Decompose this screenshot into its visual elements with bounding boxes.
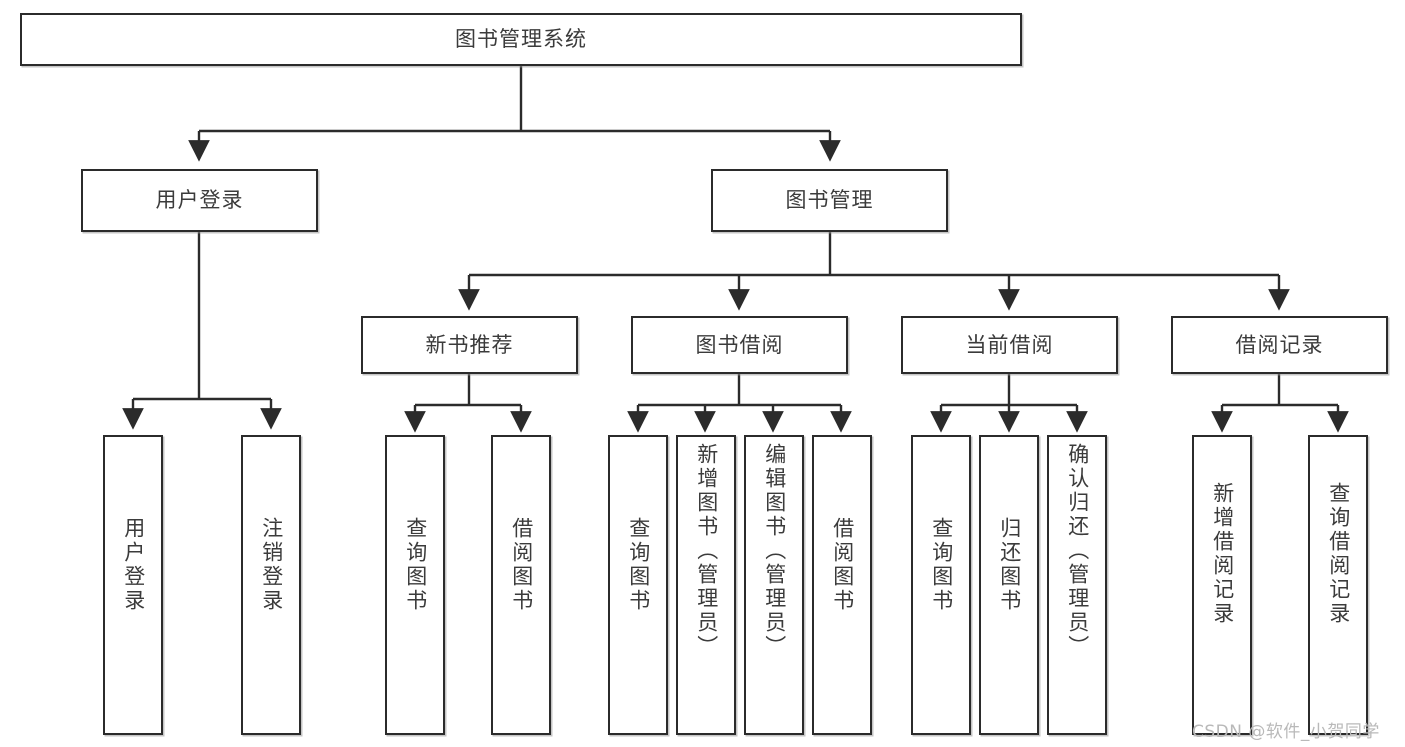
leaf-edit-book-admin-label: 编辑图书（管理员） xyxy=(762,443,787,659)
node-current-borrow-label: 当前借阅 xyxy=(965,332,1054,357)
leaf-borrow-book-recommend-label: 借阅图书 xyxy=(509,517,534,613)
leaf-query-book-current[interactable]: 查询图书 xyxy=(911,435,971,735)
leaf-edit-book-admin[interactable]: 编辑图书（管理员） xyxy=(744,435,804,735)
leaf-add-borrow-record[interactable]: 新增借阅记录 xyxy=(1192,435,1252,735)
leaf-add-book-admin-label: 新增图书（管理员） xyxy=(694,443,719,659)
leaf-query-borrow-record-label: 查询借阅记录 xyxy=(1326,482,1351,626)
leaf-borrow-book-recommend[interactable]: 借阅图书 xyxy=(491,435,551,735)
node-book-borrow[interactable]: 图书借阅 xyxy=(631,316,848,374)
leaf-return-book-label: 归还图书 xyxy=(997,517,1022,613)
node-user-login-label: 用户登录 xyxy=(155,188,244,212)
node-new-book-recommend-label: 新书推荐 xyxy=(425,332,514,357)
leaf-confirm-return-admin-label: 确认归还（管理员） xyxy=(1065,443,1090,659)
leaf-logout[interactable]: 注销登录 xyxy=(241,435,301,735)
node-borrow-record[interactable]: 借阅记录 xyxy=(1171,316,1388,374)
leaf-logout-label: 注销登录 xyxy=(259,517,284,613)
node-book-management[interactable]: 图书管理 xyxy=(711,169,948,232)
leaf-user-login-label: 用户登录 xyxy=(121,517,146,613)
leaf-add-book-admin[interactable]: 新增图书（管理员） xyxy=(676,435,736,735)
leaf-borrow-book[interactable]: 借阅图书 xyxy=(812,435,872,735)
node-root-label: 图书管理系统 xyxy=(455,27,587,51)
leaf-borrow-book-label: 借阅图书 xyxy=(830,517,855,613)
leaf-query-book-borrow[interactable]: 查询图书 xyxy=(608,435,668,735)
leaf-query-book-borrow-label: 查询图书 xyxy=(626,517,651,613)
node-root[interactable]: 图书管理系统 xyxy=(20,13,1022,66)
leaf-query-book-current-label: 查询图书 xyxy=(929,517,954,613)
node-new-book-recommend[interactable]: 新书推荐 xyxy=(361,316,578,374)
watermark-text: CSDN @软件_小贺同学 xyxy=(1192,722,1380,742)
leaf-return-book[interactable]: 归还图书 xyxy=(979,435,1039,735)
node-user-login[interactable]: 用户登录 xyxy=(81,169,318,232)
leaf-confirm-return-admin[interactable]: 确认归还（管理员） xyxy=(1047,435,1107,735)
node-borrow-record-label: 借阅记录 xyxy=(1235,332,1324,357)
node-book-borrow-label: 图书借阅 xyxy=(695,332,784,357)
leaf-add-borrow-record-label: 新增借阅记录 xyxy=(1210,482,1235,626)
leaf-query-book-recommend-label: 查询图书 xyxy=(403,517,428,613)
leaf-query-borrow-record[interactable]: 查询借阅记录 xyxy=(1308,435,1368,735)
node-current-borrow[interactable]: 当前借阅 xyxy=(901,316,1118,374)
leaf-query-book-recommend[interactable]: 查询图书 xyxy=(385,435,445,735)
node-book-management-label: 图书管理 xyxy=(785,188,874,212)
leaf-user-login[interactable]: 用户登录 xyxy=(103,435,163,735)
